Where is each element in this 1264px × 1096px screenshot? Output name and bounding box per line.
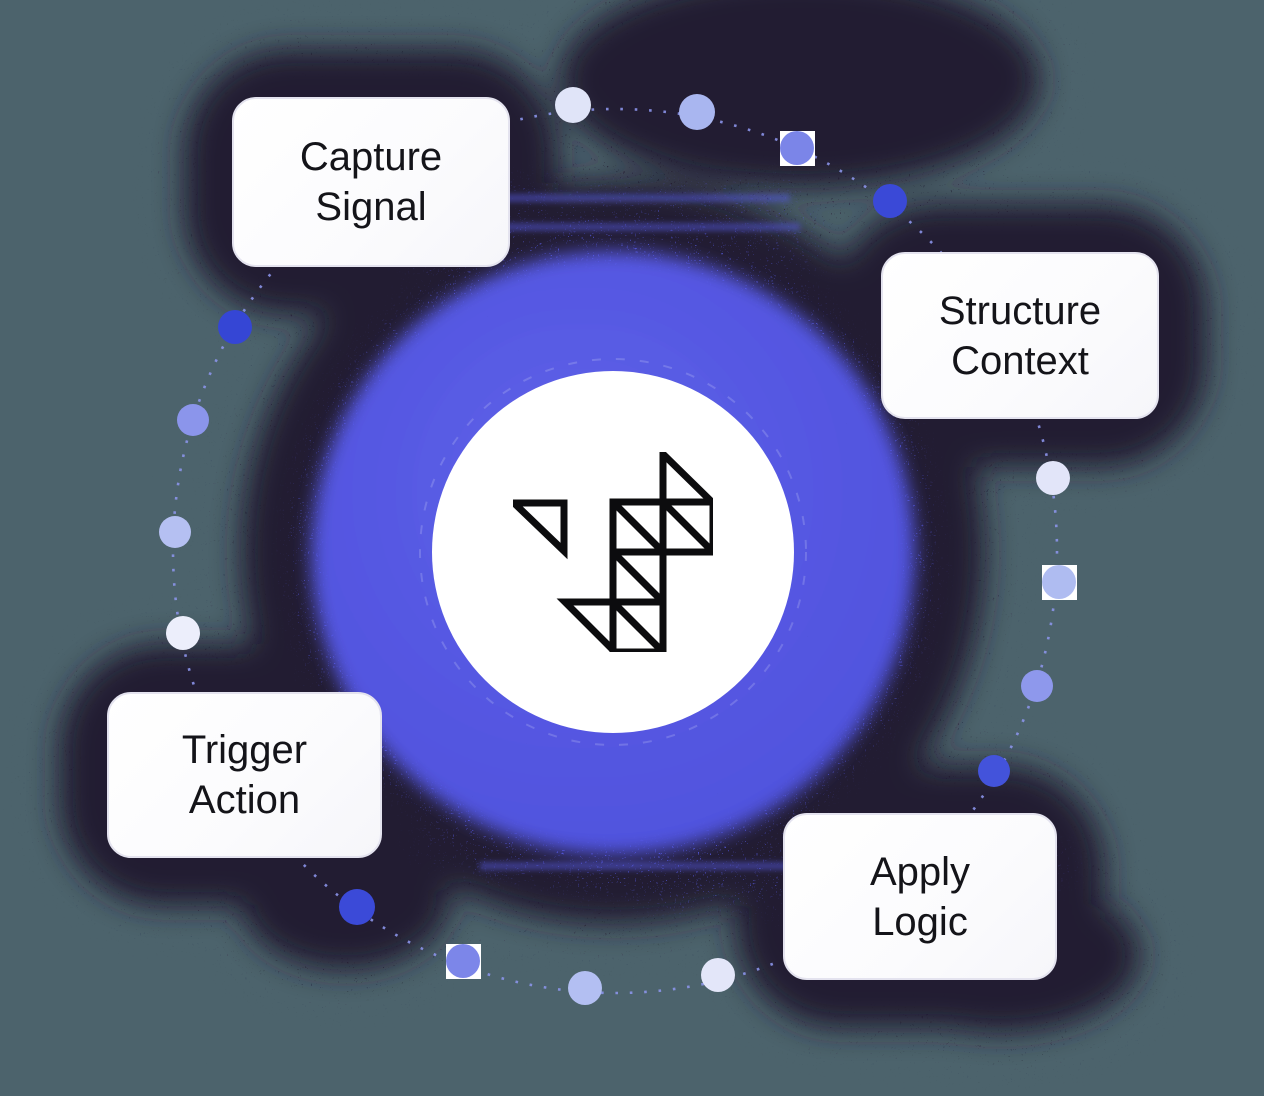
- card-apply-logic: Apply Logic: [783, 813, 1057, 980]
- orbit-dotted-trail: [171, 107, 1059, 995]
- orbit-dot: [446, 944, 480, 978]
- orbit-dot: [555, 87, 591, 123]
- orbit-dot: [679, 94, 715, 130]
- orbit-dot: [159, 516, 191, 548]
- orbit-dot: [780, 131, 814, 165]
- card-structure-context: Structure Context: [881, 252, 1159, 419]
- orbit-dot: [568, 971, 602, 1005]
- orbit-dot: [177, 404, 209, 436]
- orbit-dot: [978, 755, 1010, 787]
- tangram-zigzag-logo-icon: [513, 452, 713, 652]
- orbit-dot: [1036, 461, 1070, 495]
- card-apply-logic-line1: Apply: [869, 849, 971, 894]
- card-trigger-action-line2: Action: [188, 778, 301, 822]
- orbit-dot: [873, 184, 907, 218]
- card-structure-context-line2: Context: [951, 338, 1089, 383]
- card-trigger-action-line1: Trigger: [181, 728, 308, 772]
- orbit-dot: [701, 958, 735, 992]
- orbit-dot: [1021, 670, 1053, 702]
- orbit-dot: [218, 310, 252, 344]
- card-capture-signal-line1: Capture: [299, 135, 443, 179]
- orbit-dot: [1042, 565, 1076, 599]
- card-trigger-action: Trigger Action: [107, 692, 382, 858]
- card-apply-logic-line2: Logic: [872, 899, 968, 944]
- card-capture-signal-line2: Signal: [315, 185, 427, 229]
- center-dashed-ring: [419, 358, 807, 746]
- orbit-dot: [166, 616, 200, 650]
- card-capture-signal: Capture Signal: [232, 97, 510, 267]
- card-structure-context-line1: Structure: [938, 288, 1102, 333]
- orbit-dot: [339, 889, 375, 925]
